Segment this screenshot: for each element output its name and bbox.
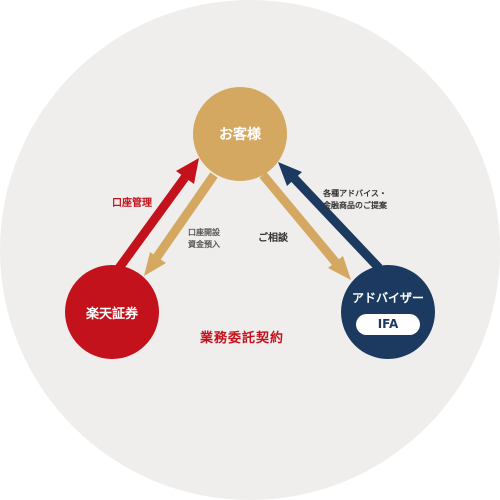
consultation-arrow bbox=[259, 172, 351, 280]
customer-label: お客様 bbox=[219, 127, 261, 143]
rakuten-securities-label: 楽天証券 bbox=[85, 306, 138, 322]
advisor-node: アドバイザー IFA bbox=[341, 265, 435, 359]
account-open-line1: 口座開設 bbox=[188, 228, 220, 237]
account-open-label: 口座開設 資金預入 bbox=[188, 227, 220, 251]
advice-line2: 金融商品のご提案 bbox=[323, 201, 387, 210]
consultation-label: ご相談 bbox=[258, 233, 288, 244]
advisor-label: アドバイザー bbox=[351, 291, 424, 305]
advice-label: 各種アドバイス・ 金融商品のご提案 bbox=[323, 188, 387, 212]
account-management-label: 口座管理 bbox=[112, 198, 152, 209]
rakuten-securities-node: 楽天証券 bbox=[65, 265, 159, 359]
advice-arrow bbox=[278, 162, 383, 272]
account-open-arrow bbox=[144, 172, 218, 276]
contract-label: 業務委託契約 bbox=[200, 331, 285, 346]
advice-line1: 各種アドバイス・ bbox=[323, 189, 387, 198]
ifa-badge: IFA bbox=[356, 314, 420, 335]
account-management-arrow bbox=[115, 158, 199, 271]
account-open-line2: 資金預入 bbox=[188, 240, 220, 249]
customer-node: お客様 bbox=[193, 87, 287, 181]
